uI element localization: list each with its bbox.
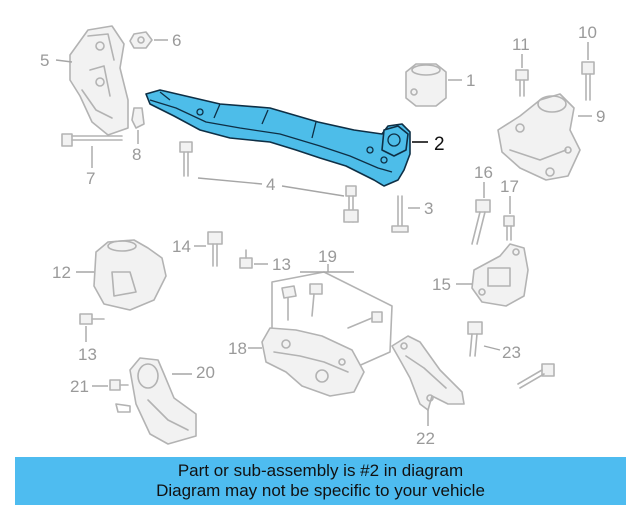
part-1-mount[interactable] [405, 63, 447, 107]
callout-23: 23 [502, 343, 521, 362]
callout-19: 19 [318, 247, 337, 266]
callout-3: 3 [424, 199, 433, 218]
callout-9: 9 [596, 107, 605, 126]
part-3-stud[interactable] [391, 195, 409, 233]
callout-11: 11 [512, 35, 530, 54]
part-8-clip[interactable] [131, 107, 145, 129]
callout-13-lower: 13 [78, 345, 97, 364]
part-22-bracket[interactable] [391, 335, 465, 411]
callout-16: 16 [474, 163, 493, 182]
callout-21: 21 [70, 377, 89, 396]
callout-12: 12 [52, 263, 71, 282]
parts-diagram: 5 6 7 8 2 4 [40, 23, 605, 448]
callout-15: 15 [432, 275, 451, 294]
callout-5: 5 [40, 51, 49, 70]
banner-line-2: Diagram may not be specific to your vehi… [156, 481, 485, 500]
callout-7: 7 [86, 169, 95, 188]
part-6-nut[interactable] [129, 31, 153, 49]
part-9-mount-bracket[interactable] [497, 93, 581, 181]
callout-22: 22 [416, 429, 435, 448]
callout-17: 17 [500, 177, 519, 196]
part-5-bracket[interactable] [69, 25, 129, 136]
part-15-mount[interactable] [471, 243, 529, 307]
part-4-bolt-left[interactable] [179, 141, 193, 177]
part-13-bolt-lower[interactable] [79, 313, 105, 325]
callout-10: 10 [578, 23, 597, 42]
part-16-bolt[interactable] [471, 199, 491, 245]
callout-4: 4 [266, 175, 275, 194]
part-18-bracket[interactable] [261, 327, 365, 397]
callout-2: 2 [434, 134, 445, 155]
callout-13-upper: 13 [272, 255, 291, 274]
part-23-bolt-upper[interactable] [467, 321, 483, 357]
part-23-bolt-lower[interactable] [517, 363, 555, 389]
callout-8: 8 [132, 145, 141, 164]
info-banner: Part or sub-assembly is #2 in diagram Di… [15, 457, 626, 505]
callout-6: 6 [172, 31, 181, 50]
callout-20: 20 [196, 363, 215, 382]
part-20-mount[interactable] [115, 357, 197, 445]
part-2-crossmember[interactable] [145, 89, 411, 187]
part-17-bolt[interactable] [503, 215, 515, 241]
part-11-bolt[interactable] [515, 69, 529, 97]
callout-18: 18 [228, 339, 247, 358]
part-4-bolt-right[interactable] [343, 185, 359, 223]
part-14-bolt[interactable] [207, 231, 223, 267]
part-13-nut-upper[interactable] [239, 249, 253, 269]
part-10-bolt[interactable] [581, 61, 595, 101]
part-21-bolt[interactable] [109, 379, 129, 391]
callout-14: 14 [172, 237, 191, 256]
part-7-bolt[interactable] [61, 133, 123, 147]
part-12-mount[interactable] [93, 239, 167, 311]
callout-1: 1 [466, 71, 475, 90]
banner-line-1: Part or sub-assembly is #2 in diagram [177, 461, 464, 480]
